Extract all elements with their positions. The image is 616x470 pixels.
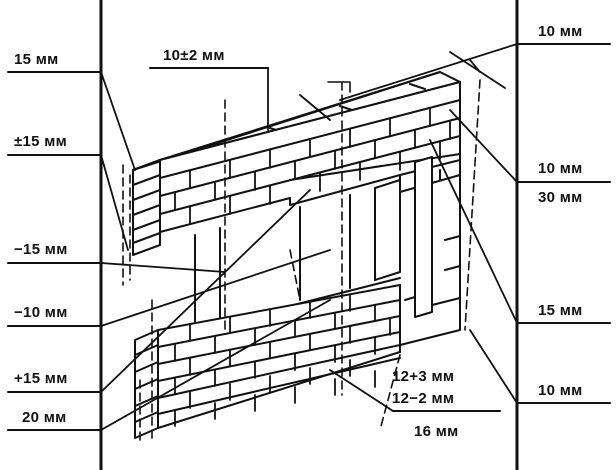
label-right-10mm-mid: 10 мм xyxy=(538,160,583,177)
label-left-plus-minus-15mm: ±15 мм xyxy=(14,133,68,150)
label-left-minus-15mm: −15 мм xyxy=(14,241,68,258)
wall-left-end xyxy=(132,159,161,439)
label-left-plus-15mm: +15 мм xyxy=(14,370,68,387)
label-joint-16mm: 16 мм xyxy=(414,423,459,440)
label-left-minus-10mm: −10 мм xyxy=(14,304,68,321)
leader-lines xyxy=(100,43,518,431)
label-joint-12m2mm: 12−2 мм xyxy=(392,390,455,407)
plumb-bob-hook xyxy=(327,81,351,93)
left-label-underlines xyxy=(7,71,102,431)
label-right-10mm-bottom: 10 мм xyxy=(538,382,583,399)
plumb-guide-lines xyxy=(122,79,481,441)
label-right-10mm-top: 10 мм xyxy=(538,23,583,40)
label-left-15mm: 15 мм xyxy=(14,51,59,68)
label-right-30mm: 30 мм xyxy=(538,189,583,206)
wall-lower-band xyxy=(157,284,401,429)
label-left-20mm: 20 мм xyxy=(22,409,67,426)
label-top-10pm2mm: 10±2 мм xyxy=(163,47,225,64)
wall-right-side xyxy=(399,156,461,346)
label-right-15mm: 15 мм xyxy=(538,302,583,319)
right-label-underlines xyxy=(149,43,611,412)
label-joint-12p3mm: 12+3 мм xyxy=(392,368,455,385)
